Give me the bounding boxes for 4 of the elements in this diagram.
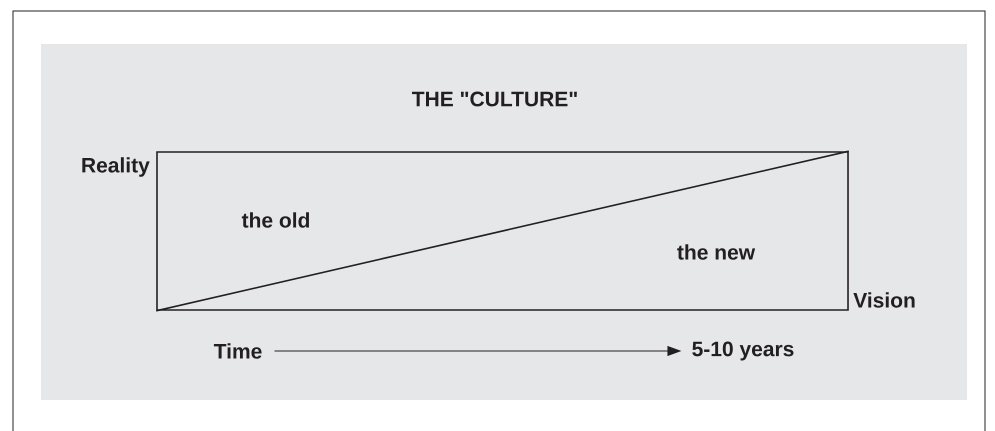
axis-label: 5-10 years	[692, 341, 794, 360]
axis-label: Time	[214, 343, 262, 359]
title: THE "CULTURE"	[412, 92, 577, 106]
split-box: the old the new	[156, 150, 849, 312]
